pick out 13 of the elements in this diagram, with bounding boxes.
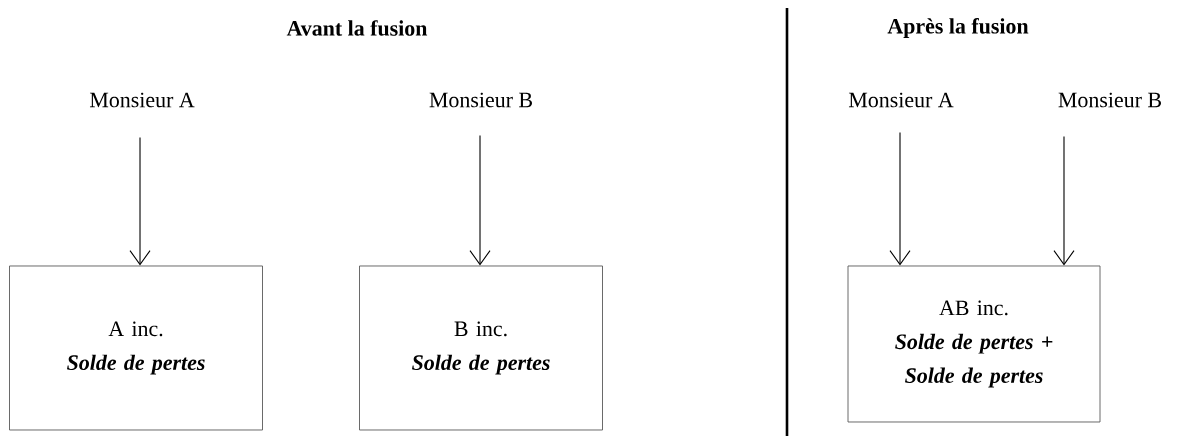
company-box: AB inc. Solde de pertes + Solde de pertes xyxy=(847,265,1101,423)
arrow xyxy=(129,137,151,266)
arrow xyxy=(889,132,911,266)
person-label: Monsieur B xyxy=(429,92,532,108)
section-heading: Après la fusion xyxy=(887,17,1029,39)
company-box: B inc. Solde de pertes xyxy=(359,265,603,431)
arrow xyxy=(1053,136,1075,266)
person-label: Monsieur B xyxy=(1058,92,1161,108)
section-heading: Avant la fusion xyxy=(286,20,428,36)
person-label: Monsieur A xyxy=(848,92,954,108)
company-box: A inc. Solde de pertes xyxy=(9,265,263,431)
person-label: Monsieur A xyxy=(90,92,195,108)
arrow xyxy=(469,135,491,266)
